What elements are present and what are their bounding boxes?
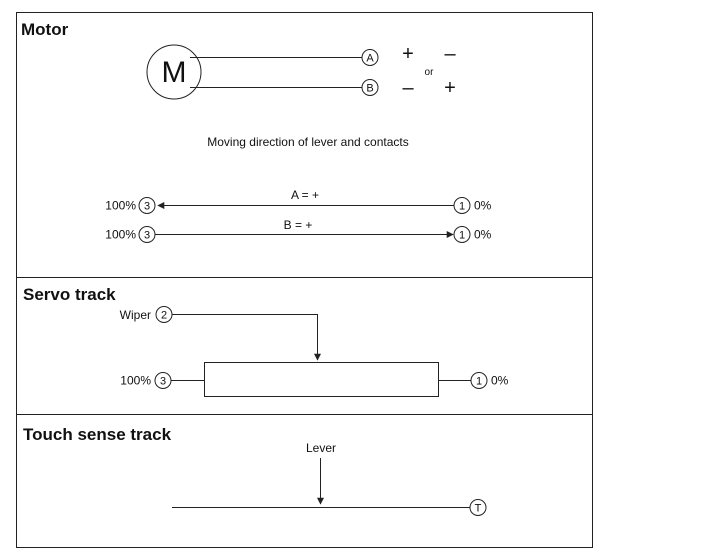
arrow-b-pin-1-label: 1 <box>459 230 465 242</box>
servo-pin-1-label: 1 <box>476 376 482 388</box>
terminal-b-circle <box>361 79 379 96</box>
arrow-a-pin-3-label: 3 <box>144 201 150 213</box>
arrow-a-pct-100: 100% <box>105 199 136 213</box>
terminal-a: A <box>361 49 379 66</box>
servo-pin-1: 1 <box>470 372 488 389</box>
arrow-a-pin-1-label: 1 <box>459 201 465 213</box>
arrow-b-pin-1-circle <box>453 226 471 243</box>
arrow-b-pct-0: 0% <box>474 228 492 242</box>
servo-title: Servo track <box>23 285 116 304</box>
arrow-b-pin-3: 3 <box>138 226 156 243</box>
servo-resistor <box>204 362 439 397</box>
diagram-frame <box>16 12 593 548</box>
arrow-b-pin-3-circle <box>138 226 156 243</box>
arrow-b-pin-3-label: 3 <box>144 230 150 242</box>
servo-pin-1-circle <box>470 372 488 389</box>
motor-symbol-letter: M <box>162 56 187 89</box>
motor-circle <box>146 44 202 100</box>
servo-pin-2-label: 2 <box>161 310 167 322</box>
polarity-a-plus: + <box>402 43 414 65</box>
motor-title: Motor <box>21 20 69 39</box>
touch-terminal-t: T <box>469 499 487 516</box>
arrow-a-pin-3: 3 <box>138 197 156 214</box>
touch-title: Touch sense track <box>23 425 172 444</box>
touch-lever-label: Lever <box>306 441 336 455</box>
arrow-b-pin-1: 1 <box>453 226 471 243</box>
servo-wiper-label: Wiper <box>120 308 151 322</box>
servo-pin-2: 2 <box>155 306 173 323</box>
polarity-or: or <box>425 67 435 78</box>
arrow-a-pin-1-circle <box>453 197 471 214</box>
arrow-a-pct-0: 0% <box>474 199 492 213</box>
terminal-a-label: A <box>366 53 374 65</box>
servo-pct-100: 100% <box>120 374 151 388</box>
arrow-a-pin-1: 1 <box>453 197 471 214</box>
motor-symbol: M <box>146 44 202 100</box>
terminal-a-circle <box>361 49 379 66</box>
servo-pct-0: 0% <box>491 374 509 388</box>
touch-terminal-t-label: T <box>475 503 482 515</box>
terminal-b-label: B <box>366 83 373 95</box>
arrow-a-pin-3-circle <box>138 197 156 214</box>
terminal-b: B <box>361 79 379 96</box>
servo-pin-3-label: 3 <box>160 376 166 388</box>
polarity-a-minus: – <box>444 43 456 65</box>
polarity-b-plus: + <box>444 77 456 99</box>
arrow-b-label: B = + <box>284 218 313 232</box>
polarity-b-minus: – <box>402 77 414 99</box>
touch-terminal-t-circle <box>469 499 487 516</box>
arrow-a-label: A = + <box>291 188 319 202</box>
servo-wiper-arrow <box>172 314 321 361</box>
servo-pin-3: 3 <box>154 372 172 389</box>
arrow-b-pct-100: 100% <box>105 228 136 242</box>
motor-caption: Moving direction of lever and contacts <box>207 135 408 149</box>
